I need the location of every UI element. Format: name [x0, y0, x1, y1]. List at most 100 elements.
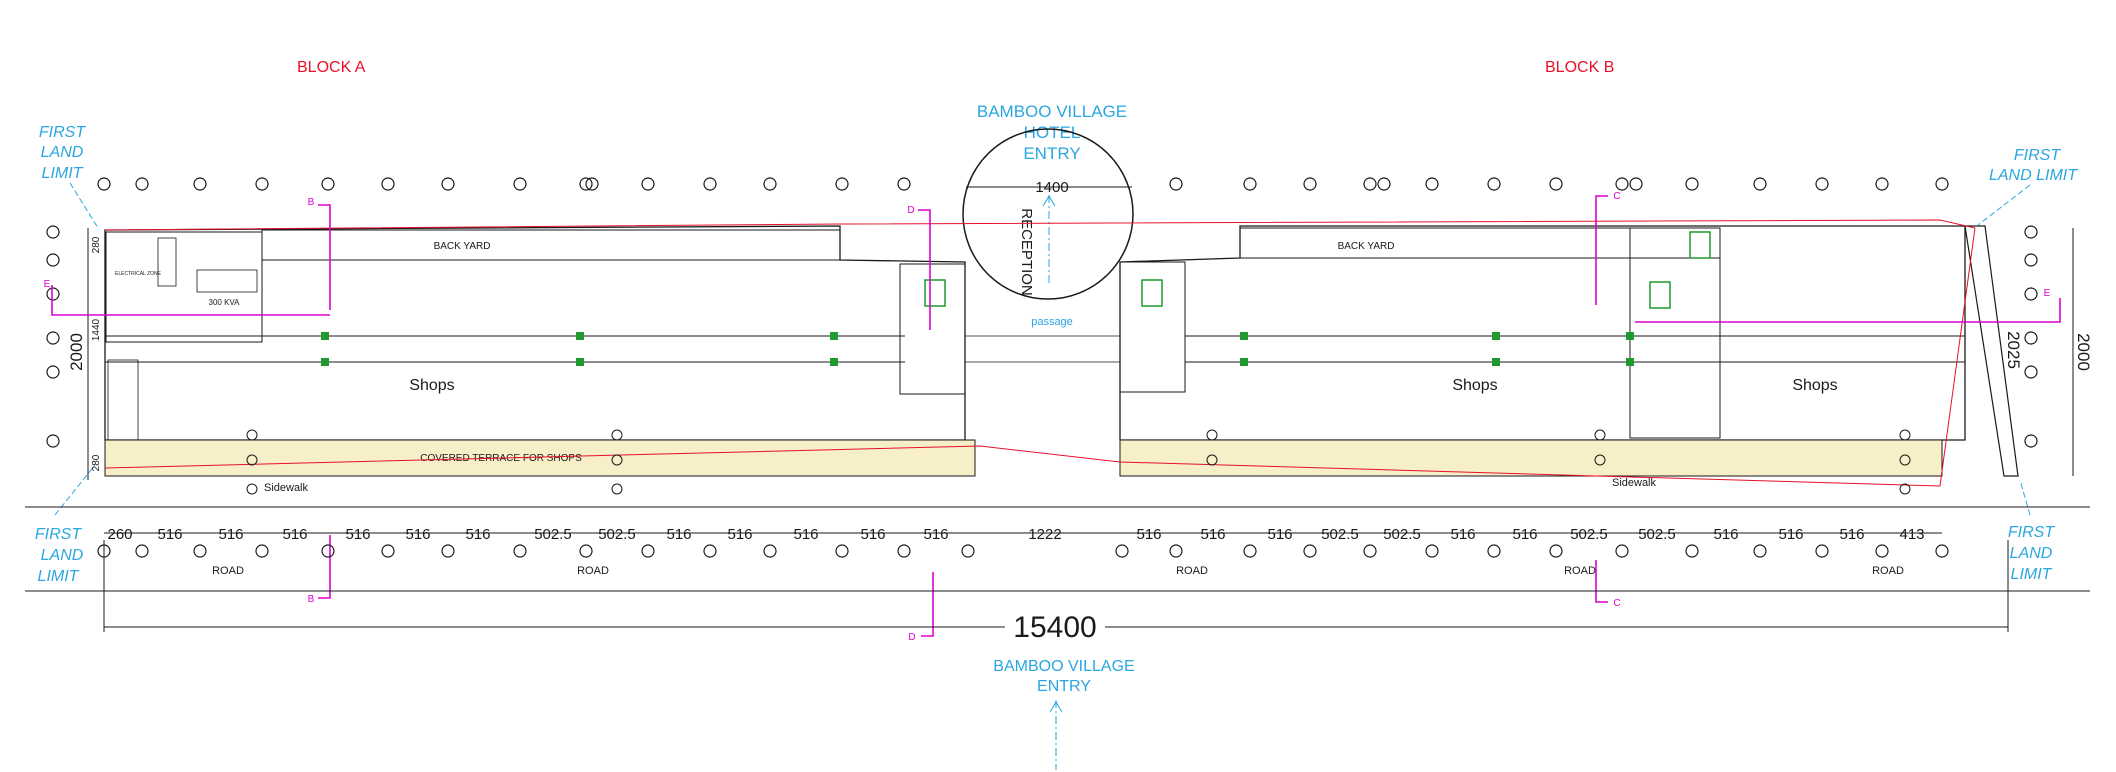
bottom-dimension-label: 260 — [107, 526, 132, 543]
land-limit-leader-tr — [1977, 184, 2031, 226]
bottom-dimension-label: 516 — [282, 526, 307, 543]
kva-label: 300 KVA — [209, 298, 241, 307]
electrical-room — [105, 231, 263, 343]
column-markers — [321, 332, 1634, 366]
site-boundary-top — [104, 219, 1976, 231]
site-boundary-bottom — [104, 445, 1941, 487]
hotel-entry-line-3: ENTRY — [1023, 144, 1080, 163]
land-limit-word: LAND — [41, 547, 84, 564]
reception-label: RECEPTION — [1018, 208, 1035, 296]
block-b-sidewalk-label: Sidewalk — [1612, 477, 1657, 489]
reception-circle — [962, 128, 1134, 300]
bottom-dimension-label: 502.5 — [1570, 526, 1608, 543]
land-limit-words-2: LAND LIMIT — [1989, 167, 2078, 184]
section-d-top — [918, 209, 931, 330]
bottom-dimension-label: 516 — [1200, 526, 1225, 543]
hotel-entry-label: BAMBOO VILLAGE HOTEL ENTRY — [977, 102, 1127, 163]
total-length: 15400 — [1013, 611, 1096, 644]
land-limit-word: LAND — [41, 144, 84, 161]
land-limit-word: LAND — [2010, 545, 2053, 562]
land-limit-word: FIRST — [35, 526, 82, 543]
left-small-dim-bottom: 280 — [91, 454, 102, 471]
right-dimension-inner: 2025 — [2004, 331, 2023, 369]
road-label-5: ROAD — [1872, 565, 1904, 577]
block-a-sidewalk-label: Sidewalk — [264, 482, 309, 494]
bottom-dimension-label: 516 — [345, 526, 370, 543]
block-a-backyard-label: BACK YARD — [434, 241, 491, 252]
bottom-dimension-label: 502.5 — [598, 526, 636, 543]
land-limit-top-left: FIRST LAND LIMIT — [39, 124, 86, 182]
land-limit-bottom-right: FIRST LAND LIMIT — [2008, 524, 2055, 583]
village-entry-label: BAMBOO VILLAGE ENTRY — [993, 658, 1134, 695]
village-entry-line-1: BAMBOO VILLAGE — [993, 658, 1134, 675]
block-b-stair-core-right — [1629, 227, 1721, 439]
total-length-bg — [1005, 608, 1105, 644]
left-dimension: 2000 — [67, 333, 86, 371]
bottom-dimension-label: 516 — [793, 526, 818, 543]
land-limit-bottom-left: FIRST LAND LIMIT — [35, 526, 84, 585]
transformer — [157, 237, 177, 287]
hotel-entry-line-2: HOTEL — [1024, 123, 1081, 142]
section-marks — [51, 195, 2061, 637]
passage-label: passage — [1031, 316, 1073, 328]
section-d-bottom — [921, 572, 934, 637]
bottom-grid-markers — [97, 544, 1949, 558]
section-d-label: D — [907, 205, 914, 216]
bottom-dimension-label: 516 — [860, 526, 885, 543]
road-label-1: ROAD — [212, 565, 244, 577]
section-labels: B B C C D D E E — [44, 191, 2051, 643]
electrical-zone-label: ELECTRICAL ZONE — [115, 271, 162, 277]
section-c-top — [1595, 195, 1608, 305]
bottom-dimension-label: 516 — [218, 526, 243, 543]
bottom-dimension-label: 413 — [1899, 526, 1924, 543]
land-limit-word: FIRST — [2014, 147, 2061, 164]
land-limit-leader-br — [2019, 479, 2031, 516]
village-entry-line-2: ENTRY — [1037, 678, 1091, 695]
block-a-shops-label: Shops — [409, 377, 454, 394]
section-b-label: B — [308, 197, 315, 208]
road-label-4: ROAD — [1564, 565, 1596, 577]
bottom-dimension-label: 1222 — [1028, 526, 1061, 543]
road-labels: ROAD ROAD ROAD ROAD ROAD — [212, 565, 1904, 577]
terrace-columns — [246, 429, 1911, 495]
section-e-left — [51, 285, 330, 316]
bottom-dimension-label: 516 — [1267, 526, 1292, 543]
hotel-dimension: 1400 — [1035, 179, 1068, 196]
land-limit-word: FIRST — [39, 124, 86, 141]
block-b-backyard-label: BACK YARD — [1338, 241, 1395, 252]
block-a-backyard — [261, 229, 841, 261]
block-b-stair-core-left — [1119, 261, 1186, 393]
bottom-dimension-label: 516 — [157, 526, 182, 543]
block-a-stair-core — [899, 263, 966, 395]
bottom-dimension-label: 516 — [1713, 526, 1738, 543]
block-b-terrace — [1119, 439, 1943, 477]
bottom-dimension-label: 502.5 — [534, 526, 572, 543]
block-b-backyard — [1239, 227, 1721, 259]
block-b-lift-right-2 — [1649, 281, 1671, 309]
left-small-dim-top: 280 — [91, 236, 102, 253]
section-e-right — [1635, 298, 2061, 323]
section-b-bottom — [318, 535, 331, 599]
road-label-3: ROAD — [1176, 565, 1208, 577]
land-limit-word: LIMIT — [2036, 167, 2078, 184]
land-limit-leader-tl — [69, 182, 99, 229]
right-dimension-outer: 2000 — [2074, 333, 2093, 371]
section-b-top — [318, 204, 331, 310]
section-c-label-bottom: C — [1613, 598, 1620, 609]
bottom-dimension-label: 516 — [1450, 526, 1475, 543]
site-boundary-right — [1939, 227, 1976, 487]
bottom-dimension-chain: 260 516 516 516 516 516 516 502.5 502.5 516 516 516… — [107, 526, 1924, 543]
block-b-shops-label-2: Shops — [1792, 377, 1837, 394]
block-a-terrace — [104, 439, 976, 477]
block-b-lift-left — [1141, 279, 1163, 307]
block-b-title: BLOCK B — [1545, 59, 1614, 76]
bottom-dimension-label: 516 — [923, 526, 948, 543]
block-a-title: BLOCK A — [297, 59, 366, 76]
section-e-label-right: E — [2044, 288, 2051, 299]
block-a: BACK YARD 300 KVA ELECTRICAL ZONE Shops … — [104, 225, 976, 494]
left-mid-dim: 1440 — [91, 318, 102, 341]
block-a-stair-left — [107, 359, 139, 441]
section-e-label-left: E — [44, 279, 51, 290]
land-limit-word: LAND — [1989, 167, 2032, 184]
